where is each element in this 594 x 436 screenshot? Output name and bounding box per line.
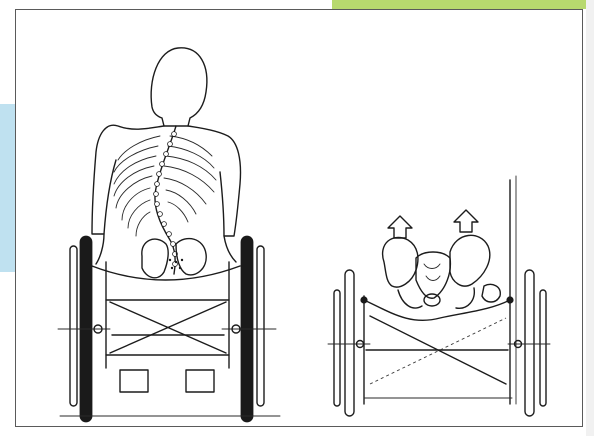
sling-seat-right: [364, 300, 510, 320]
seat-rail-right: [507, 297, 513, 303]
head: [151, 48, 207, 126]
arrow-left: [388, 216, 412, 238]
right-arm: [224, 236, 236, 262]
torso-outline-right: [188, 126, 241, 236]
pelvis-right: [383, 235, 501, 308]
frame-right-panel: [364, 176, 516, 404]
left-arm: [96, 234, 104, 264]
left-rear-wheel: [58, 236, 110, 422]
curved-spine: [155, 126, 176, 274]
right-panel-pelvis-on-sling: [328, 176, 550, 416]
right-rear-wheel: [222, 236, 276, 422]
seat-rail-left: [361, 297, 367, 303]
right-wheel-right-panel: [508, 270, 550, 416]
vertebrae: [154, 132, 178, 267]
arrow-right: [454, 210, 478, 232]
torso-outline: [92, 125, 164, 234]
left-panel-wheelchair-rear-view: [58, 48, 280, 422]
rib-cage: [114, 136, 216, 236]
